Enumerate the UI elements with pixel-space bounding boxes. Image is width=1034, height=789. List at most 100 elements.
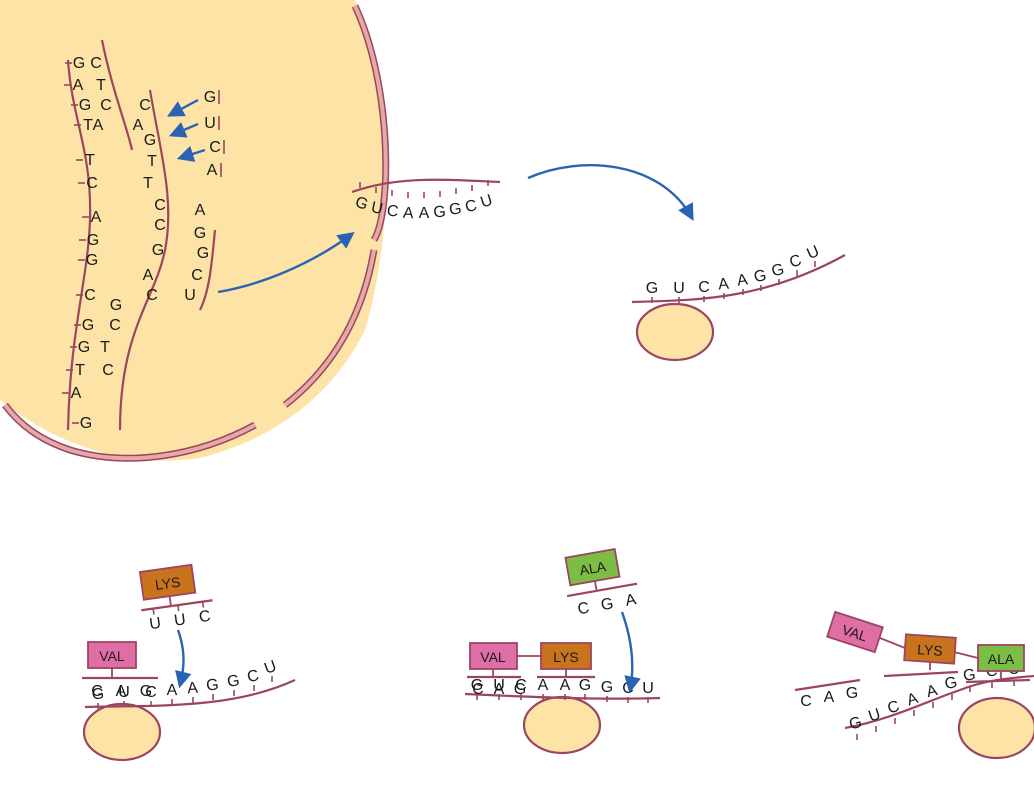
- dna-base-right: T: [100, 339, 110, 356]
- nucleotide: A: [402, 205, 414, 223]
- nucleotide: G: [646, 280, 658, 297]
- nucleotide: A: [624, 591, 638, 610]
- dna-base-left: T: [85, 152, 95, 169]
- lys-label: LYS: [154, 574, 181, 593]
- dna-base-right: T: [96, 77, 106, 94]
- dna-base-left: G: [87, 232, 99, 249]
- dna-base-left: T: [83, 117, 93, 134]
- dna-base-left: G: [80, 415, 92, 432]
- dna-base-right: C: [154, 217, 166, 234]
- nucleotide: G: [226, 672, 241, 691]
- nucleotide: C: [386, 202, 400, 220]
- nucleotide: C: [576, 600, 590, 619]
- dna-base-left: C: [84, 287, 96, 304]
- nucleotide: G: [600, 595, 615, 614]
- dna-base-left: A: [73, 77, 84, 94]
- dna-base-right: C: [154, 197, 166, 214]
- nucleotide: G: [770, 261, 786, 281]
- rna-base-paired: C: [191, 267, 203, 284]
- dna-base-left: G: [86, 252, 98, 269]
- nucleotide: G: [448, 200, 463, 219]
- svg-text:VAL: VAL: [480, 649, 506, 665]
- free-rna-nucleotide: U: [204, 115, 216, 132]
- nucleotide: G: [601, 679, 613, 696]
- dna-base-right: G: [110, 297, 122, 314]
- nucleus: [0, 0, 390, 462]
- nucleotide: C: [698, 279, 710, 296]
- nucleotide: A: [560, 677, 571, 694]
- svg-text:ALA: ALA: [988, 651, 1015, 667]
- nucleotide: U: [118, 684, 130, 701]
- nucleotide: G: [140, 683, 152, 700]
- free-rna-nucleotide: C: [209, 139, 221, 156]
- dna-base-right: A: [133, 117, 144, 134]
- nucleotide: C: [464, 197, 479, 216]
- dna-base-right: C: [139, 97, 151, 114]
- nucleotide: C: [885, 698, 901, 718]
- dna-base-right: G: [144, 132, 156, 149]
- nucleotide: A: [824, 689, 835, 706]
- dna-base-right: T: [147, 153, 157, 170]
- dna-base-left: A: [91, 209, 102, 226]
- nucleotide: C: [800, 693, 812, 710]
- dna-base-right: C: [100, 97, 112, 114]
- rna-base-paired: G: [194, 225, 206, 242]
- nucleotide: G: [353, 194, 371, 214]
- nucleotide: U: [478, 192, 494, 212]
- base-tick: [152, 608, 155, 615]
- nucleotide: C: [246, 667, 261, 686]
- nucleotide: A: [494, 681, 505, 698]
- rna-base-paired: U: [184, 287, 196, 304]
- nucleotide: G: [579, 677, 591, 694]
- dna-base-right: C: [102, 362, 114, 379]
- val-label: VAL: [99, 648, 125, 664]
- dna-base-right: A: [93, 117, 104, 134]
- dna-base-left: G: [79, 97, 91, 114]
- base-tick: [201, 601, 205, 608]
- dna-base-right: G: [152, 242, 164, 259]
- nucleotide: A: [736, 271, 749, 289]
- nucleotide: G: [846, 685, 858, 702]
- nucleotide: A: [167, 682, 178, 699]
- dna-base-left: G: [78, 339, 90, 356]
- svg-text:LYS: LYS: [917, 641, 943, 659]
- nucleotide: C: [91, 683, 103, 700]
- dna-base-right: A: [143, 267, 154, 284]
- nucleotide: C: [515, 677, 527, 694]
- nucleotide: C: [198, 608, 212, 626]
- nucleotide: U: [493, 677, 505, 694]
- rna-base-paired: A: [195, 202, 206, 219]
- dna-base-left: A: [71, 385, 82, 402]
- nucleotide: A: [187, 680, 199, 698]
- ala-label: ALA: [578, 558, 607, 578]
- nucleotide: U: [173, 611, 187, 629]
- free-rna-nucleotide: G: [204, 89, 216, 106]
- dna-base-right: C: [109, 317, 121, 334]
- nucleotide: C: [145, 684, 157, 701]
- nucleotide: A: [925, 682, 940, 701]
- rna-base-paired: G: [197, 245, 209, 262]
- nucleotide: G: [962, 666, 977, 685]
- nucleotide: U: [804, 243, 821, 263]
- nucleotide: U: [370, 199, 385, 218]
- free-rna-nucleotide: A: [207, 162, 218, 179]
- nucleotide: G: [433, 204, 447, 222]
- nucleotide: G: [205, 676, 219, 694]
- nucleotide: G: [514, 681, 526, 698]
- dna-base-right: C: [146, 287, 158, 304]
- nucleotide: U: [673, 280, 685, 297]
- nucleotide: U: [262, 658, 279, 678]
- nucleotide: U: [866, 706, 882, 726]
- svg-text:LYS: LYS: [553, 649, 578, 665]
